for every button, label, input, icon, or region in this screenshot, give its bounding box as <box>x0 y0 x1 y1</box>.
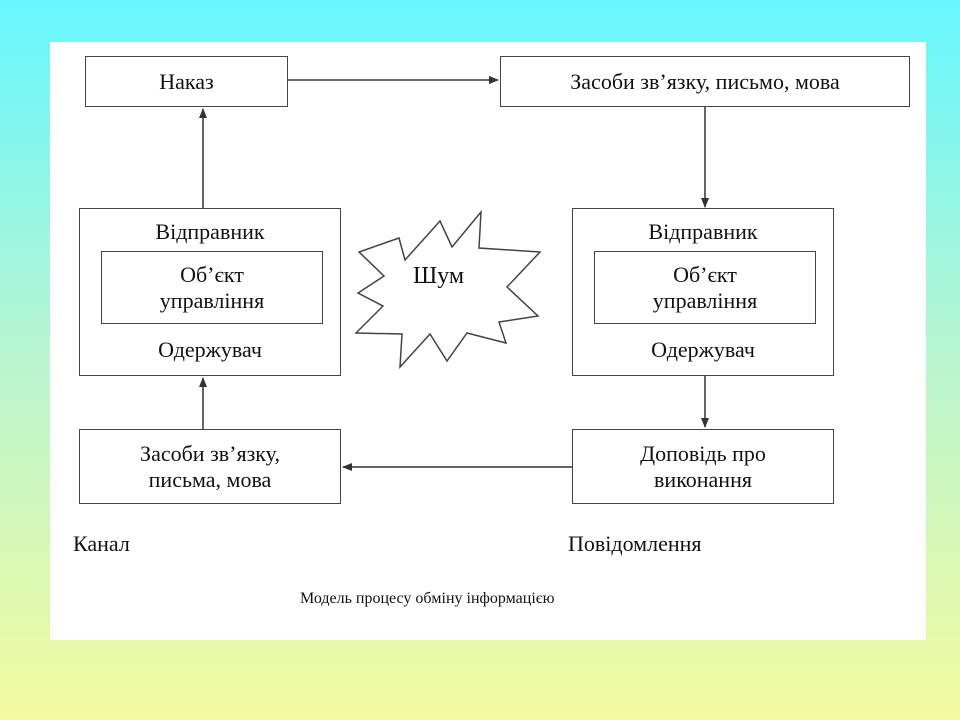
left-node-receiver: Одержувач <box>158 337 262 362</box>
left-node-object-box: Об’єкт управління <box>101 251 323 324</box>
right-node-sender: Відправник <box>648 219 758 244</box>
report-box: Доповідь про виконання <box>572 429 834 504</box>
right-node-object-line2: управління <box>652 287 758 313</box>
left-node-box: Відправник Об’єкт управління Одержувач <box>79 208 341 376</box>
comm-bottom-line1: Засоби зв’язку, <box>140 440 280 466</box>
noise-label: Шум <box>413 263 465 289</box>
order-box: Наказ <box>85 56 288 107</box>
comm-bottom-line2: письма, мова <box>148 466 272 492</box>
report-line2: виконання <box>654 466 752 492</box>
diagram-caption: Модель процесу обміну інформацією <box>300 590 555 607</box>
right-node-box: Відправник Об’єкт управління Одержувач <box>572 208 834 376</box>
right-node-object-line1: Об’єкт <box>673 261 737 287</box>
comm-top-label: Засоби зв’язку, письмо, мова <box>570 68 840 94</box>
comm-top-box: Засоби зв’язку, письмо, мова <box>500 56 910 107</box>
left-node-object-line2: управління <box>159 287 265 313</box>
order-label: Наказ <box>159 68 214 94</box>
right-node-object-box: Об’єкт управління <box>594 251 816 324</box>
noise-burst-shape <box>354 209 542 370</box>
right-node-receiver: Одержувач <box>651 337 755 362</box>
channel-label: Канал <box>73 531 130 556</box>
comm-bottom-box: Засоби зв’язку, письма, мова <box>79 429 341 504</box>
message-label: Повідомлення <box>568 531 702 556</box>
left-node-object-line1: Об’єкт <box>180 261 244 287</box>
left-node-sender: Відправник <box>155 219 265 244</box>
report-line1: Доповідь про <box>640 440 766 466</box>
